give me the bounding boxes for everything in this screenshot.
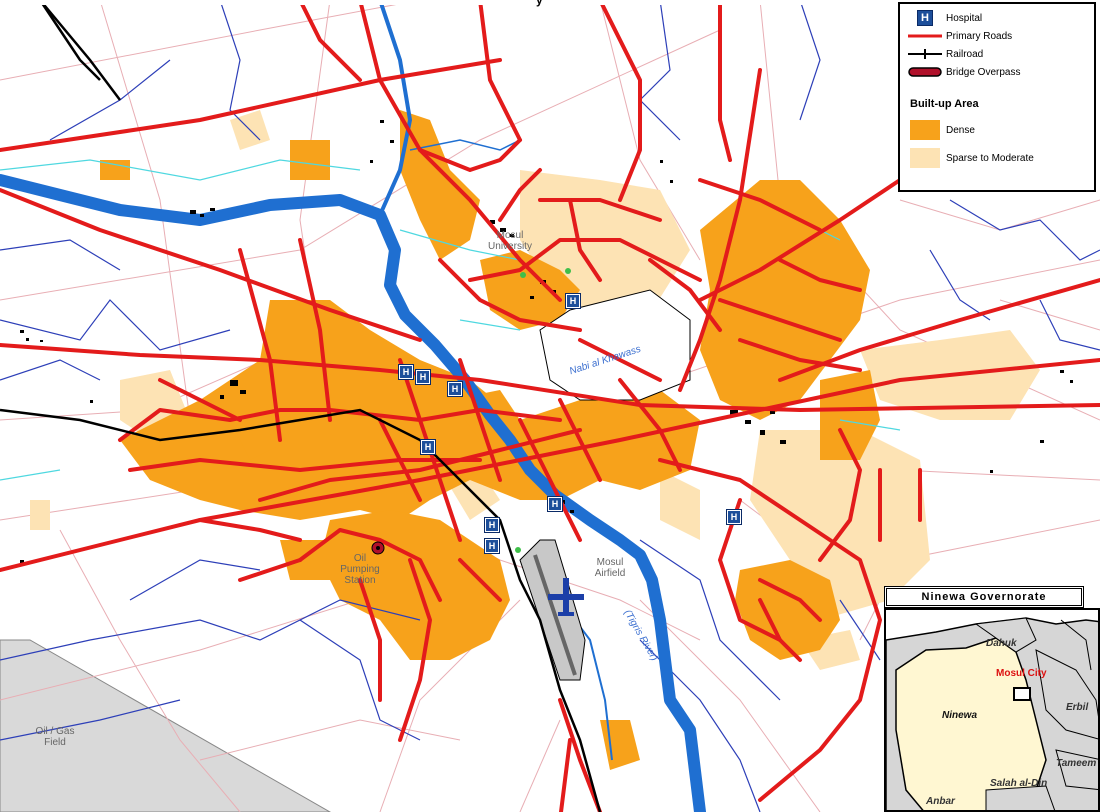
legend-label: Railroad (946, 48, 984, 60)
inset-label-salah-al-din: Salah al-Din (990, 778, 1048, 789)
label-mosul-university: Mosul University (488, 230, 532, 252)
map-legend: H Hospital Primary Roads Railroad Bridge… (898, 2, 1096, 192)
airplane-icon (548, 578, 584, 616)
railroad (0, 0, 602, 812)
hospital-icon[interactable]: H (565, 293, 581, 309)
airfield-runway (533, 554, 577, 676)
inset-label-dahuk: Dahuk (986, 638, 1017, 649)
inset-label-erbil: Erbil (1066, 702, 1089, 713)
legend-label: Bridge Overpass (946, 66, 1021, 78)
river-arm-north (378, 0, 413, 216)
title-strip (0, 0, 1100, 5)
bridge-overpass-icon (371, 541, 385, 555)
label-oil-pumping-station: Oil Pumping Station (340, 553, 380, 586)
sparse-swatch (910, 148, 940, 168)
legend-row-hospital: H Hospital (908, 10, 982, 26)
hospital-icon[interactable]: H (726, 509, 742, 525)
green-markers (515, 268, 571, 553)
legend-row-roads: Primary Roads (908, 28, 1012, 44)
label-oil-gas-field: Oil / Gas Field (35, 726, 75, 748)
inset-label-mosul-city: Mosul City (996, 668, 1047, 679)
inset-locator-map[interactable]: Dahuk Mosul City Ninewa Erbil Tameem Sal… (884, 608, 1100, 812)
legend-row-bridge: Bridge Overpass (908, 64, 1020, 80)
inset-label-anbar: Anbar (926, 796, 955, 807)
bridge-overpass-icon (908, 67, 942, 77)
tigris-river (0, 174, 706, 812)
hospital-icon: H (917, 10, 933, 26)
legend-label: Sparse to Moderate (946, 152, 1034, 164)
label-mosul-airfield: Mosul Airfield (594, 557, 626, 579)
river-tributary-north (409, 139, 521, 151)
legend-builtup-header: Built-up Area (910, 98, 979, 110)
inset-title: Ninewa Governorate (884, 586, 1084, 608)
legend-row-sparse: Sparse to Moderate (908, 146, 1034, 170)
legend-row-railroad: Railroad (908, 46, 983, 62)
legend-label: Dense (946, 124, 975, 136)
hospital-icon[interactable]: H (420, 439, 436, 455)
hospital-icon[interactable]: H (398, 364, 414, 380)
inset-label-tameem: Tameem (1056, 758, 1097, 769)
mosul-city-marker (1013, 687, 1031, 701)
hospital-icon[interactable]: H (447, 381, 463, 397)
oil-gas-field-area (0, 639, 332, 812)
inset-map-graphic (886, 610, 1098, 810)
railroad-line-icon (908, 49, 942, 59)
palace-complex-outline (539, 289, 691, 401)
hospital-icon[interactable]: H (484, 517, 500, 533)
legend-label: Hospital (946, 12, 983, 24)
inset-label-ninewa: Ninewa (942, 710, 978, 721)
hospital-icon[interactable]: H (484, 538, 500, 554)
legend-row-dense: Dense (908, 118, 975, 142)
hospital-icon[interactable]: H (415, 369, 431, 385)
legend-label: Primary Roads (946, 30, 1013, 42)
title-fragment: y (536, 0, 543, 7)
hospital-icon[interactable]: H (547, 496, 563, 512)
dense-swatch (910, 120, 940, 140)
railroad-north (38, 0, 101, 81)
road-line-icon (908, 34, 942, 38)
